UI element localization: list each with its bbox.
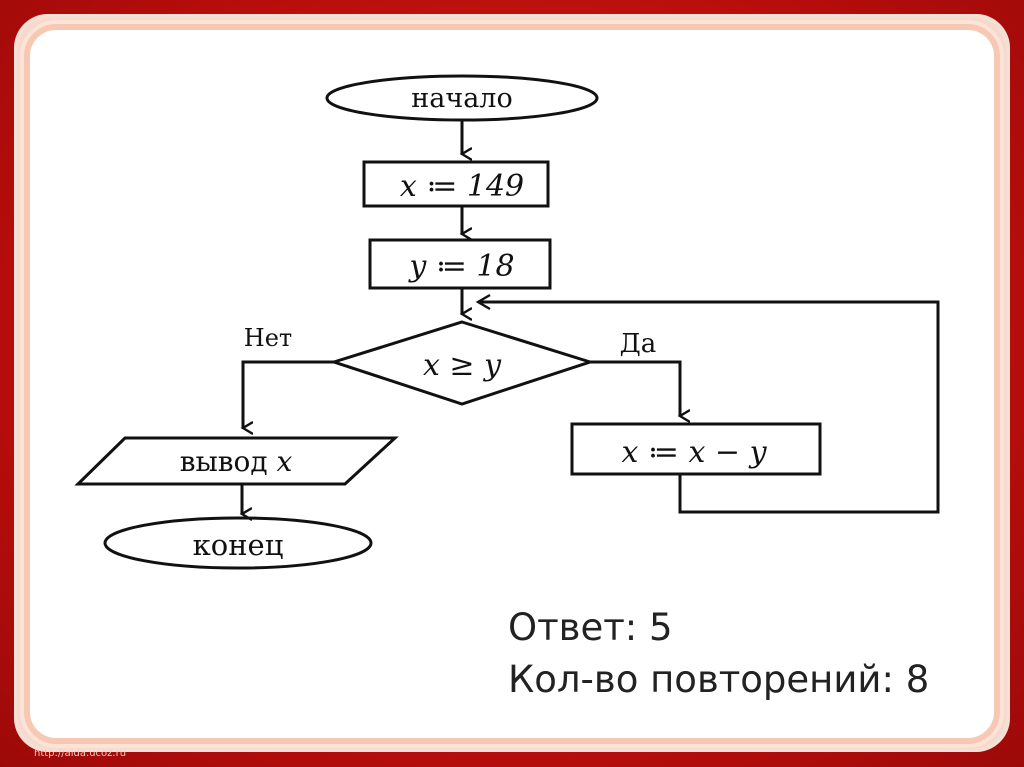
process-assign-x [362, 160, 550, 208]
process-loop-body [570, 422, 822, 476]
arrow-yes-to-body [590, 360, 680, 416]
arrow-no-to-output [243, 360, 334, 428]
loop-body-label: x ≔ x − y [621, 435, 767, 470]
answer-repetitions: Кол-во повторений: 8 [508, 658, 930, 701]
answer-block: Ответ: 5 Кол-во повторений: 8 [508, 602, 929, 706]
io-output-x [74, 436, 399, 486]
loop-back-arrowhead [475, 293, 491, 311]
process-assign-y [368, 238, 552, 290]
footer-url[interactable]: http://aida.ucoz.ru [34, 748, 127, 759]
end-terminal [103, 516, 373, 570]
decision-x-ge-y [329, 320, 595, 406]
end-label: конец [193, 528, 284, 562]
output-label-var: x [277, 445, 293, 478]
output-label-word: вывод [180, 445, 268, 478]
no-branch-label: Нет [244, 324, 292, 352]
arrow-loop-back [480, 300, 940, 514]
assign-y-label: y ≔ 18 [407, 249, 514, 284]
start-label: начало [411, 83, 512, 114]
yes-branch-label: Да [620, 329, 657, 359]
output-label: вывод x [180, 445, 293, 478]
condition-label: x ≥ y [423, 348, 502, 383]
assign-x-label: x ≔ 149 [400, 169, 524, 204]
slide-canvas [30, 30, 994, 738]
answer-result: Ответ: 5 [508, 606, 673, 649]
